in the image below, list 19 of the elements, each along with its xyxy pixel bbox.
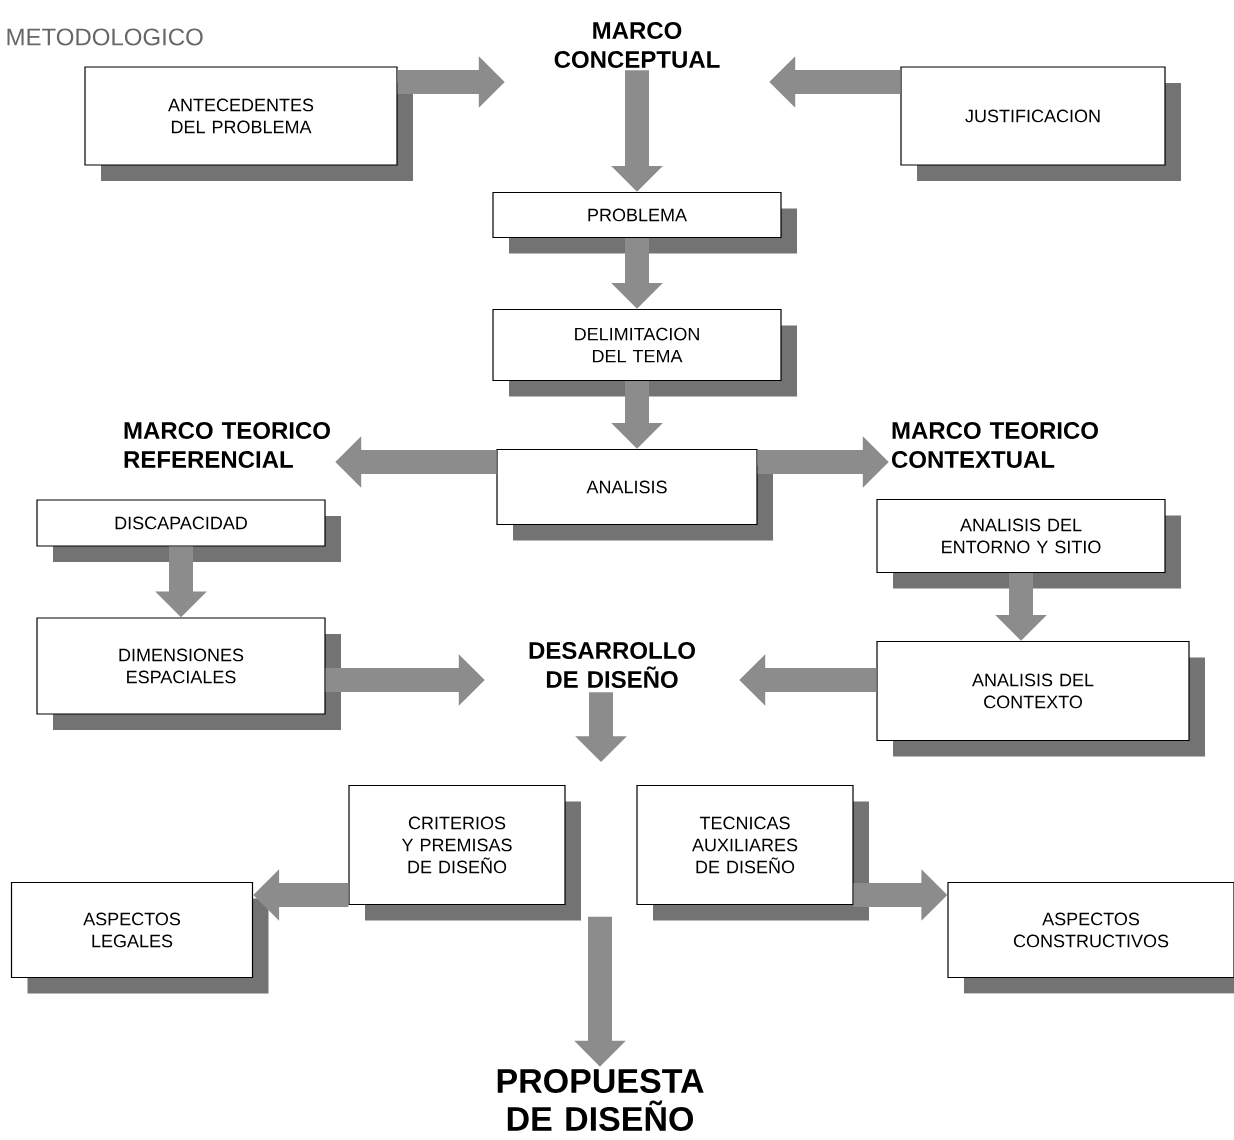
process-box: ASPECTOS LEGALES	[10, 881, 269, 994]
process-box: DELIMITACION DEL TEMA	[492, 308, 797, 397]
heading-label: MARCO TEORICO REFERENCIAL	[124, 422, 330, 468]
heading-label: MARCO TEORICO CONTEXTUAL	[892, 422, 1098, 468]
process-box: ANALISIS DEL CONTEXTO	[876, 640, 1205, 757]
process-box: TECNICAS AUXILIARES DE DISEÑO	[636, 784, 869, 921]
title: METODOLOGICO	[7, 28, 203, 46]
heading-label: PROPUESTA DE DISEÑO	[497, 1068, 704, 1132]
process-box: ASPECTOS CONSTRUCTIVOS	[947, 881, 1234, 994]
heading-label: DESARROLLO DE DISEÑO	[529, 642, 695, 688]
process-box: CRITERIOS Y PREMISAS DE DISEÑO	[348, 784, 581, 921]
process-box: ANALISIS	[496, 448, 773, 541]
process-box: DIMENSIONES ESPACIALES	[36, 617, 341, 730]
process-box: ANALISIS DEL ENTORNO Y SITIO	[876, 498, 1181, 589]
process-box: ANTECEDENTES DEL PROBLEMA	[84, 66, 413, 181]
process-box: JUSTIFICACION	[900, 66, 1181, 181]
process-box: DISCAPACIDAD	[36, 499, 341, 562]
process-box: PROBLEMA	[492, 191, 797, 254]
heading-label: MARCO CONCEPTUAL	[554, 22, 720, 68]
